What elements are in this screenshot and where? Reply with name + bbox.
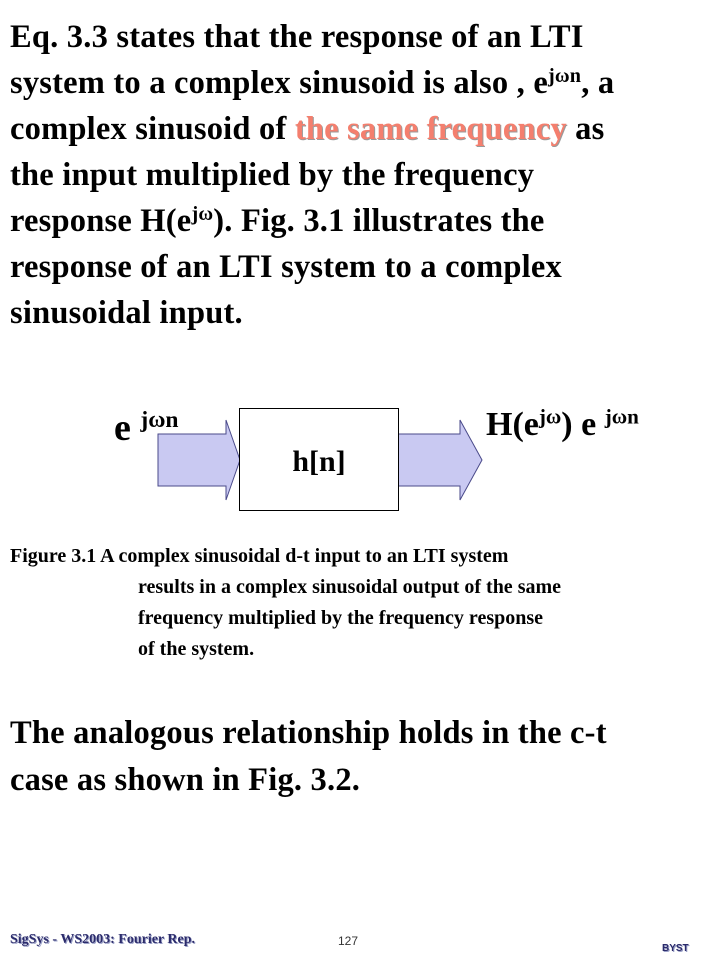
diagram-arrows — [157, 419, 483, 501]
impulse-response-label: h[n] — [292, 445, 346, 478]
lti-system-diagram: e jωn h[n] H(ejω) e jωn — [0, 380, 720, 530]
paragraph-line-3-end: as — [566, 111, 605, 147]
output-h-close: ) — [561, 406, 573, 443]
output-exponent: jωn — [604, 404, 639, 429]
output-arrow — [397, 419, 483, 501]
caption-line-2: results in a complex sinusoidal output o… — [138, 576, 562, 598]
inline-exponential-exponent: jωn — [547, 64, 582, 87]
paragraph-line-3: complex sinusoid of the same frequency a… — [10, 106, 714, 152]
closing-line-2: case as shown in Fig. 3.2. — [10, 762, 361, 798]
input-signal-label: e jωn — [114, 406, 179, 450]
caption-line-3: frequency multiplied by the frequency re… — [138, 607, 544, 629]
output-h: H(e — [486, 406, 539, 443]
caption-line-1: Figure 3.1 A complex sinusoidal d-t inpu… — [10, 545, 509, 567]
closing-paragraph: The analogous relationship holds in the … — [10, 710, 714, 804]
frequency-response-exponent: jω — [191, 202, 214, 225]
paragraph-line-3-text: complex sinusoid of — [10, 111, 295, 147]
paragraph-line-2-end: , a — [581, 65, 615, 101]
paragraph-line-7: sinusoidal input. — [10, 295, 243, 331]
footer-page-number: 127 — [338, 934, 359, 948]
paragraph-line-5-end: ). Fig. 3.1 illustrates the — [213, 203, 545, 239]
figure-caption: Figure 3.1 A complex sinusoidal d-t inpu… — [10, 541, 710, 665]
body-paragraph: Eq. 3.3 states that the response of an L… — [10, 14, 714, 336]
paragraph-line-1: Eq. 3.3 states that the response of an L… — [10, 19, 584, 55]
inline-exponential-base: e — [533, 65, 548, 101]
footer-logo-text: BYST — [662, 943, 689, 954]
paragraph-line-5-text: response H(e — [10, 203, 192, 239]
input-exponent: jωn — [140, 407, 179, 434]
output-base: e — [581, 406, 597, 443]
output-signal-label: H(ejω) e jωn — [486, 406, 639, 444]
footer-course-title: SigSys - WS2003: Fourier Rep. — [10, 932, 195, 947]
same-frequency-highlight: the same frequency — [294, 111, 567, 147]
caption-line-4: of the system. — [138, 638, 255, 660]
paragraph-line-4: the input multiplied by the frequency — [10, 157, 535, 193]
paragraph-line-2-text: system to a complex sinusoid is also , — [10, 65, 534, 101]
closing-line-1: The analogous relationship holds in the … — [10, 715, 607, 751]
input-arrow — [157, 419, 241, 501]
paragraph-line-5: response H(ejω). Fig. 3.1 illustrates th… — [10, 198, 714, 244]
system-block: h[n] — [239, 408, 399, 511]
paragraph-line-6: response of an LTI system to a complex — [10, 249, 562, 285]
paragraph-line-2: system to a complex sinusoid is also , e… — [10, 60, 714, 106]
input-base: e — [114, 407, 131, 449]
output-h-exponent: jω — [538, 404, 562, 429]
